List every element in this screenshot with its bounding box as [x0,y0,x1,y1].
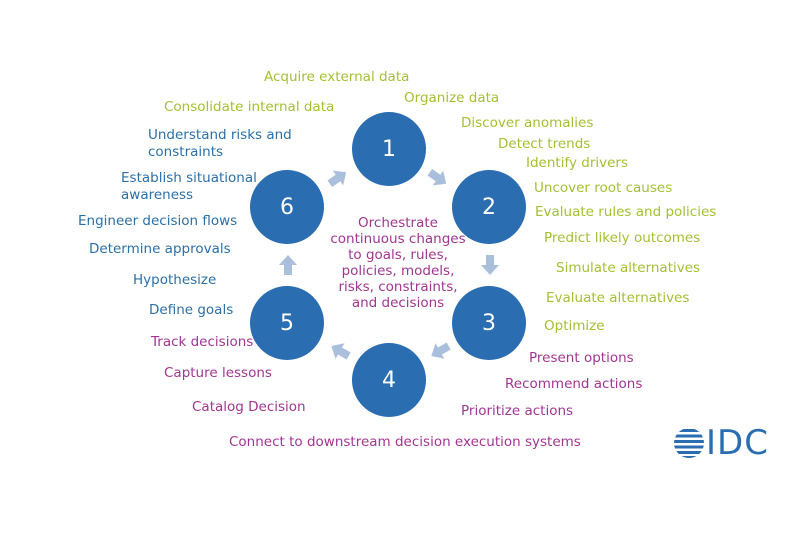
label-capture: Capture lessons [164,365,272,381]
step-6-number: 6 [280,194,294,220]
label-discover: Discover anomalies [461,115,594,131]
label-approvals: Determine approvals [89,241,231,257]
label-consolidate: Consolidate internal data [164,99,335,115]
label-situational: Establish situational awareness [121,170,257,203]
step-5-circle: 5 [250,286,324,360]
center-text: Orchestrate continuous changes to goals,… [330,215,466,311]
label-optimize: Optimize [544,318,605,334]
step-2-circle: 2 [452,170,526,244]
label-detect: Detect trends [498,136,591,152]
idc-logo: IDC [672,426,769,460]
label-uncover: Uncover root causes [534,180,673,196]
label-engineer: Engineer decision flows [78,213,238,229]
step-1-number: 1 [382,136,396,162]
globe-icon [674,429,704,458]
label-hypothesize: Hypothesize [133,272,217,288]
arrow-6-to-1-icon [327,170,347,188]
label-simulate: Simulate alternatives [556,260,701,276]
arrow-1-to-2-icon [427,168,447,186]
step-3-circle: 3 [452,286,526,360]
label-predict: Predict likely outcomes [544,230,701,246]
label-track: Track decisions [151,334,254,350]
label-present: Present options [529,350,634,366]
arrow-4-to-5-icon [331,343,351,360]
label-catalog: Catalog Decision [192,399,306,415]
label-recommend: Recommend actions [505,376,643,392]
arrow-3-to-4-icon [431,342,451,359]
step-4-number: 4 [382,367,396,393]
step-4-circle: 4 [352,343,426,417]
label-risks: Understand risks and constraints [148,127,292,160]
label-evaluate-alt: Evaluate alternatives [546,290,690,306]
logo-text: IDC [706,423,769,463]
step-6-circle: 6 [250,170,324,244]
step-5-number: 5 [280,310,294,336]
label-prioritize: Prioritize actions [461,403,574,419]
label-define-goals: Define goals [149,302,234,318]
arrow-5-to-6-icon [279,255,297,275]
label-evaluate-rules: Evaluate rules and policies [535,204,717,220]
label-organize: Organize data [404,90,500,106]
step-1-circle: 1 [352,112,426,186]
step-3-number: 3 [482,310,496,336]
label-identify: Identify drivers [526,155,629,171]
step-2-number: 2 [482,194,496,220]
arrow-2-to-3-icon [481,255,499,275]
label-acquire: Acquire external data [264,69,410,85]
label-connect: Connect to downstream decision execution… [229,434,581,450]
